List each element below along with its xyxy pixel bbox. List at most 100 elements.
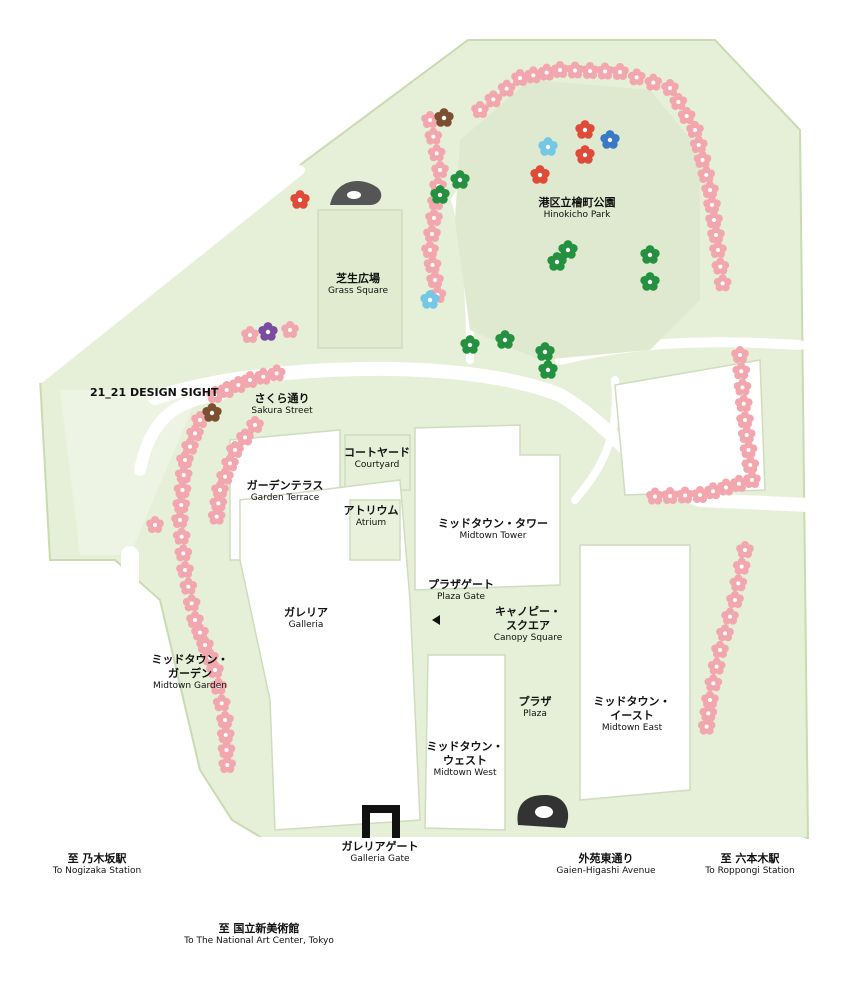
label-jp: コートヤード — [344, 446, 410, 459]
sakura-tree-icon — [209, 494, 228, 512]
label-en: Midtown Tower — [459, 530, 527, 541]
building-courtyard — [344, 434, 411, 491]
hinokicho-park-area — [455, 80, 700, 360]
sakura-tree-icon — [689, 136, 708, 153]
label-en: Canopy Square — [493, 632, 563, 643]
sakura-tree-icon — [176, 451, 194, 468]
label-atrium: アトリウム Atrium — [344, 504, 399, 529]
sakura-tree-icon — [216, 467, 234, 485]
label-galleria-gate: ガレリアゲート Galleria Gate — [342, 840, 419, 865]
label-midtown-tower: ミッドタウン・タワー Midtown Tower — [438, 517, 548, 542]
sakura-tree-icon — [661, 487, 679, 504]
sakura-tree-icon — [611, 63, 629, 80]
sakura-tree-icon — [707, 226, 725, 243]
label-en: To Nogizaka Station — [52, 865, 142, 876]
building-midtown-east — [579, 544, 691, 801]
label-jp: ミッドタウン・タワー — [438, 517, 548, 530]
sakura-tree-icon — [697, 717, 716, 735]
label-midtown-west: ミッドタウン・ ウェスト Midtown West — [427, 740, 504, 779]
sakura-tree-icon — [737, 426, 756, 443]
tree-icon — [202, 403, 222, 422]
sakura-tree-icon — [703, 196, 721, 213]
sakura-tree-icon — [254, 367, 273, 385]
label-jp: ガーデン — [168, 666, 212, 680]
sakura-tree-icon — [173, 481, 192, 498]
sakura-tree-icon — [697, 166, 716, 183]
label-sakura-street: さくら通り Sakura Street — [251, 392, 312, 417]
sakura-tree-icon — [421, 111, 439, 128]
label-garden-terrace: ガーデンテラス Garden Terrace — [247, 479, 324, 504]
sculpture-icon — [330, 181, 382, 205]
sakura-tree-icon — [427, 144, 446, 162]
sakura-tree-icon — [182, 594, 201, 612]
label-galleria: ガレリア Galleria — [284, 606, 328, 631]
label-jp: スクエア — [505, 618, 550, 632]
sakura-tree-icon — [711, 641, 729, 658]
tree-icon — [640, 272, 660, 291]
sakura-tree-icon — [646, 487, 664, 505]
sakura-tree-icon — [676, 486, 694, 504]
label-en: Atrium — [355, 517, 387, 528]
sakura-tree-icon — [699, 704, 718, 722]
label-jp: ガレリア — [284, 606, 328, 619]
sakura-tree-icon — [677, 107, 696, 124]
label-jp: ガーデンテラス — [246, 479, 324, 492]
sakura-tree-icon — [484, 90, 503, 108]
sakura-tree-icon — [726, 591, 744, 608]
sakura-tree-icon — [186, 424, 204, 442]
sakura-tree-icon — [221, 454, 239, 472]
label-en: 21_21 DESIGN SIGHT — [90, 386, 219, 399]
label-jp: 港区立檜町公園 — [538, 196, 616, 209]
label-roppongi: 至 六本木駅 To Roppongi Station — [705, 852, 794, 877]
sakura-tree-icon — [739, 441, 758, 458]
sakura-tree-icon — [206, 661, 224, 678]
sakura-tree-icon — [741, 456, 760, 473]
sakura-tree-icon — [241, 371, 259, 388]
label-jp: さくら通り — [254, 392, 310, 405]
sakura-tree-icon — [661, 79, 679, 96]
tree-icon — [575, 120, 595, 139]
sakura-tree-icon — [209, 677, 228, 695]
label-en: Galleria — [288, 619, 324, 630]
tree-icon — [495, 330, 515, 349]
sakura-tree-icon — [524, 66, 543, 84]
sakura-tree-icon — [206, 386, 224, 403]
label-en: Grass Square — [327, 285, 389, 296]
sakura-tree-icon — [186, 611, 204, 628]
sakura-tree-icon — [686, 121, 704, 138]
sakura-tree-icon — [701, 181, 719, 198]
label-jp: ガレリアゲート — [341, 840, 419, 853]
tree-icon — [434, 108, 454, 127]
sakura-tree-icon — [551, 61, 569, 78]
label-jp: アトリウム — [343, 504, 399, 517]
tree-icon — [575, 145, 595, 164]
tree-icon — [538, 360, 558, 379]
label-jp: イースト — [610, 708, 654, 722]
tree-icon — [538, 137, 558, 156]
sakura-tree-icon — [281, 321, 299, 338]
label-jp: 至 国立新美術館 — [218, 922, 300, 935]
label-en: Courtyard — [354, 459, 400, 470]
sakura-tree-icon — [716, 624, 734, 642]
label-jp: ミッドタウン・ — [593, 695, 671, 708]
tree-icon — [547, 252, 567, 271]
sakura-tree-icon — [181, 437, 199, 455]
sakura-tree-icon — [736, 541, 754, 558]
building-midtown-tower — [414, 424, 561, 591]
label-en: Midtown West — [433, 767, 497, 778]
sakura-tree-icon — [423, 256, 442, 273]
sakura-tree-icon — [732, 362, 751, 380]
sakura-tree-icon — [730, 474, 748, 492]
label-jp: 外苑東通り — [578, 852, 634, 865]
tree-icon — [430, 185, 450, 204]
label-canopy-square: キャノピー・ スクエア Canopy Square — [494, 605, 563, 644]
sakura-tree-icon — [704, 674, 723, 692]
sakura-tree-icon — [191, 411, 209, 428]
label-jp: 至 六本木駅 — [720, 852, 780, 865]
sakura-tree-icon — [216, 726, 235, 743]
sakura-tree-icon — [669, 93, 688, 110]
sakura-tree-icon — [218, 756, 237, 773]
label-design-sight: 21_21 DESIGN SIGHT — [90, 386, 218, 400]
tree-icon — [460, 335, 480, 354]
